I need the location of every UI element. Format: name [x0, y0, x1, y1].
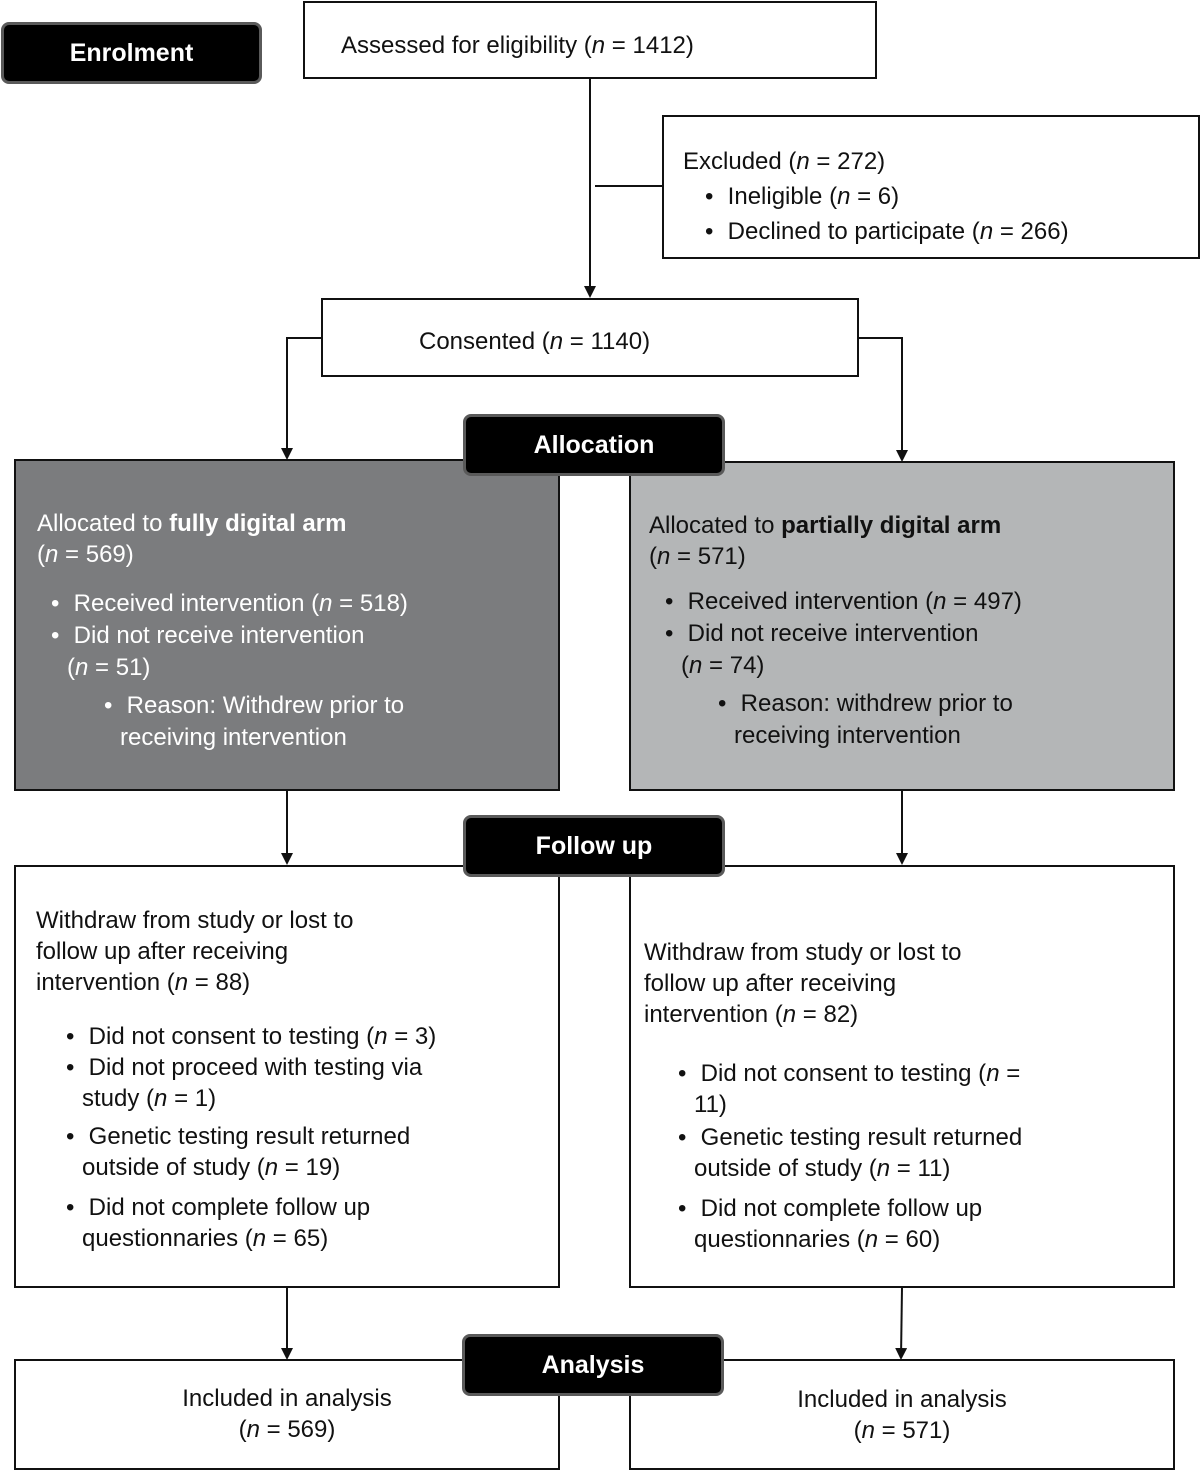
fully-digital-not-received: Did not receive intervention(n = 51) [51, 620, 538, 684]
enrolment-label: Enrolment [1, 22, 262, 84]
followup-right-heading: Withdraw from study or lost to follow up… [644, 939, 962, 1028]
followup-right-item-outside-study: Genetic testing result returned outside … [678, 1122, 1058, 1184]
followup-left-item-outside-study: Genetic testing result returned outside … [66, 1121, 446, 1183]
assessed-text: Assessed for eligibility (n = 1412) [341, 32, 694, 59]
consented-text: Consented (n = 1140) [419, 328, 651, 355]
followup-left-item-not-proceed: Did not proceed with testing via study (… [66, 1052, 446, 1114]
followup-right-item-questionnaires: Did not complete follow up questionnarie… [678, 1193, 1058, 1255]
partially-digital-received: Received intervention (n = 497) [665, 586, 1153, 618]
fully-digital-arm-box: Allocated to fully digital arm (n = 569)… [14, 459, 560, 791]
fully-digital-received: Received intervention (n = 518) [51, 588, 538, 620]
excluded-box: Excluded (n = 272) Ineligible (n = 6) De… [662, 115, 1200, 259]
followup-left-item-questionnaires: Did not complete follow up questionnarie… [66, 1192, 446, 1254]
followup-right-box: Withdraw from study or lost to follow up… [629, 865, 1175, 1288]
arrow-consented-to-fully-digital [281, 337, 322, 460]
partially-digital-reason: Reason: withdrew prior to receiving inte… [718, 688, 1064, 752]
followup-left-heading: Withdraw from study or lost to follow up… [36, 907, 354, 996]
assessed-box: Assessed for eligibility (n = 1412) [303, 1, 877, 79]
consented-box: Consented (n = 1140) [321, 298, 859, 377]
followup-left-box: Withdraw from study or lost to follow up… [14, 865, 560, 1288]
analysis-left-text: Included in analysis (n = 569) [182, 1385, 392, 1443]
fully-digital-reason: Reason: Withdrew prior to receiving inte… [104, 690, 460, 754]
followup-left-item-no-consent: Did not consent to testing (n = 3) [66, 1021, 446, 1052]
follow-up-label: Follow up [463, 815, 725, 877]
excluded-item-ineligible: Ineligible (n = 6) [705, 179, 1198, 214]
analysis-right-box: Included in analysis (n = 571) [629, 1359, 1175, 1470]
fully-digital-heading: Allocated to fully digital arm (n = 569) [37, 510, 347, 568]
excluded-heading: Excluded (n = 272) [683, 148, 886, 175]
analysis-right-text: Included in analysis (n = 571) [797, 1386, 1007, 1444]
arrow-followup-right-to-analysis [895, 1286, 908, 1360]
partially-digital-heading: Allocated to partially digital arm (n = … [649, 512, 1002, 570]
arrow-consented-to-partially-digital [858, 337, 908, 462]
partially-digital-arm-box: Allocated to partially digital arm (n = … [629, 461, 1175, 791]
allocation-label: Allocation [463, 414, 725, 476]
followup-right-item-no-consent: Did not consent to testing (n = 11) [678, 1058, 1058, 1120]
analysis-label: Analysis [462, 1334, 724, 1396]
partially-digital-not-received: Did not receive intervention(n = 74) [665, 618, 1153, 682]
excluded-item-declined: Declined to participate (n = 266) [705, 214, 1198, 249]
